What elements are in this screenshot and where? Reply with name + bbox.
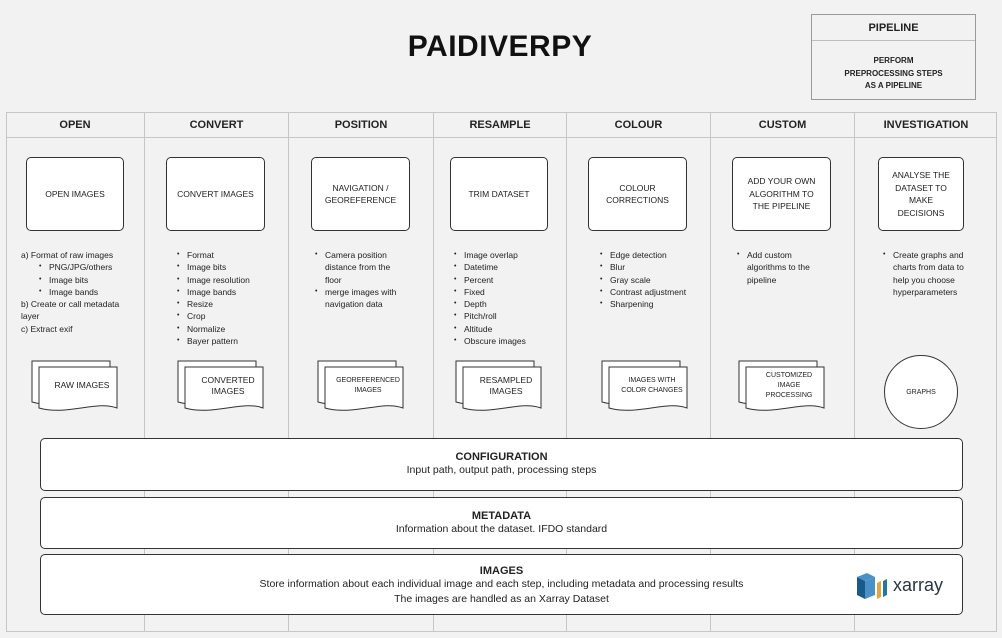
output-label: IMAGES WITH COLOR CHANGES — [621, 377, 683, 394]
list-item: Normalize — [177, 323, 282, 336]
band-configuration: CONFIGURATION Input path, output path, p… — [40, 438, 963, 491]
list-item: Pitch/roll — [454, 310, 559, 323]
document-stack-icon — [31, 360, 118, 411]
document-stack-icon — [177, 360, 264, 411]
list-item: Edge detection — [600, 249, 705, 262]
list-item: Sharpening — [600, 298, 705, 311]
details-position: Camera position distance from the floor … — [315, 249, 427, 310]
xarray-cube-icon — [857, 573, 887, 599]
output-raw-images: RAW IMAGES — [30, 360, 120, 416]
list-item: Altitude — [454, 323, 559, 336]
xarray-logo: xarray — [855, 571, 947, 601]
step-navigation-georeference: NAVIGATION / GEOREFERENCE — [311, 157, 410, 231]
band-text: Store information about each individual … — [259, 578, 744, 605]
open-detail-a: a) Format of raw images — [21, 250, 114, 260]
open-detail-b: b) Create or call metadata layer — [21, 299, 120, 322]
column-custom: CUSTOM — [710, 112, 854, 632]
output-georeferenced-images: GEOREFERENCED IMAGES — [316, 360, 406, 416]
list-item: Image overlap — [454, 249, 559, 262]
column-convert: CONVERT — [144, 112, 288, 632]
step-analyse-dataset: ANALYSE THE DATASET TO MAKE DECISIONS — [878, 157, 964, 231]
step-open-images: OPEN IMAGES — [26, 157, 124, 231]
details-colour: Edge detection Blur Gray scale Contrast … — [600, 249, 705, 311]
column-heading-resample: RESAMPLE — [434, 112, 566, 138]
output-label: CONVERTED IMAGES — [201, 374, 255, 397]
list-item: Camera position distance from the floor — [315, 249, 427, 286]
output-graphs: GRAPHS — [884, 355, 958, 429]
xarray-wordmark: xarray — [893, 575, 944, 595]
list-item: Image resolution — [177, 274, 282, 287]
document-stack-icon — [738, 360, 825, 411]
column-position: POSITION — [288, 112, 433, 632]
step-trim-dataset: TRIM DATASET — [450, 157, 548, 231]
output-label: GEOREFERENCED IMAGES — [336, 377, 400, 394]
list-item: Resize — [177, 298, 282, 311]
details-resample: Image overlap Datetime Percent Fixed Dep… — [454, 249, 559, 348]
list-item: PNG/JPG/others — [39, 261, 139, 274]
list-item: Add custom algorithms to the pipeline — [737, 249, 847, 286]
band-metadata: METADATA Information about the dataset. … — [40, 497, 963, 549]
output-resampled-images: RESAMPLED IMAGES — [454, 360, 544, 416]
details-custom: Add custom algorithms to the pipeline — [737, 249, 847, 286]
step-colour-corrections: COLOUR CORRECTIONS — [588, 157, 687, 231]
column-investigation: INVESTIGATION — [854, 112, 997, 632]
column-heading-colour: COLOUR — [567, 112, 710, 138]
pipeline-text: PERFORM PREPROCESSING STEPS AS A PIPELIN… — [844, 56, 943, 90]
output-label: RESAMPLED IMAGES — [479, 374, 533, 397]
list-item: Create graphs and charts from data to he… — [883, 249, 993, 298]
document-stack-icon — [317, 360, 404, 411]
list-item: Image bits — [177, 261, 282, 274]
column-heading-position: POSITION — [289, 112, 433, 138]
list-item: Crop — [177, 310, 282, 323]
band-text: Information about the dataset. IFDO stan… — [395, 523, 608, 535]
list-item: Contrast adjustment — [600, 286, 705, 299]
list-item: Datetime — [454, 261, 559, 274]
step-custom-algorithm: ADD YOUR OWN ALGORITHM TO THE PIPELINE — [732, 157, 831, 231]
list-item: Image bands — [39, 286, 139, 299]
pipeline-heading: PIPELINE — [812, 15, 975, 41]
band-title: METADATA — [471, 510, 532, 522]
output-color-changed-images: IMAGES WITH COLOR CHANGES — [600, 360, 690, 416]
column-colour: COLOUR — [566, 112, 710, 632]
details-convert: Format Image bits Image resolution Image… — [177, 249, 282, 348]
document-stack-icon — [455, 360, 542, 411]
step-convert-images: CONVERT IMAGES — [166, 157, 265, 231]
pipeline-box: PIPELINE PERFORM PREPROCESSING STEPS AS … — [811, 14, 976, 100]
list-item: Blur — [600, 261, 705, 274]
column-heading-custom: CUSTOM — [711, 112, 854, 138]
band-text: Input path, output path, processing step… — [406, 464, 597, 476]
column-heading-investigation: INVESTIGATION — [855, 112, 997, 138]
details-open: a) Format of raw images PNG/JPG/others I… — [21, 249, 139, 335]
list-item: merge images with navigation data — [315, 286, 427, 311]
details-investigation: Create graphs and charts from data to he… — [883, 249, 993, 298]
band-title: IMAGES — [479, 565, 524, 577]
column-open: OPEN — [6, 112, 144, 632]
output-label: RAW IMAGES — [54, 380, 110, 391]
list-item: Depth — [454, 298, 559, 311]
output-customized-processing: CUSTOMIZED IMAGE PROCESSING — [737, 360, 827, 416]
open-detail-c: c) Extract exif — [21, 323, 73, 334]
open-format-list: PNG/JPG/others Image bits Image bands — [21, 261, 139, 298]
list-item: Image bits — [39, 274, 139, 287]
output-converted-images: CONVERTED IMAGES — [176, 360, 266, 416]
list-item: Fixed — [454, 286, 559, 299]
list-item: Format — [177, 249, 282, 262]
column-heading-open: OPEN — [6, 112, 144, 138]
list-item: Bayer pattern — [177, 335, 282, 348]
list-item: Obscure images — [454, 335, 559, 348]
band-images: IMAGES Store information about each indi… — [40, 554, 963, 615]
column-heading-convert: CONVERT — [145, 112, 288, 138]
page-title: PAIDIVERPY — [407, 30, 593, 63]
document-stack-icon — [601, 360, 688, 411]
list-item: Image bands — [177, 286, 282, 299]
list-item: Gray scale — [600, 274, 705, 287]
diagram-frame — [6, 112, 997, 632]
output-label: CUSTOMIZED IMAGE PROCESSING — [765, 372, 813, 399]
band-title: CONFIGURATION — [455, 451, 548, 463]
column-resample: RESAMPLE — [433, 112, 566, 632]
list-item: Percent — [454, 274, 559, 287]
